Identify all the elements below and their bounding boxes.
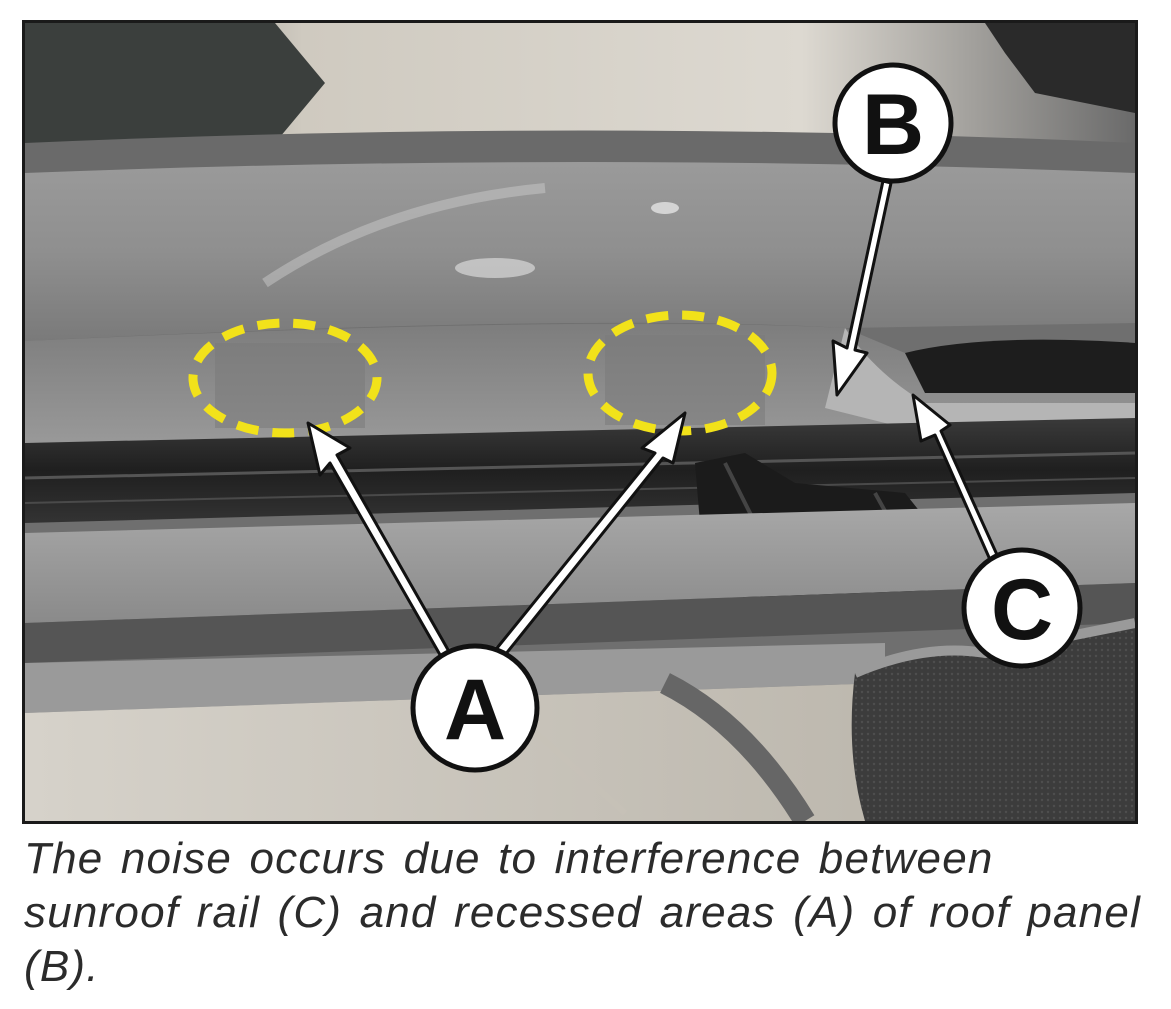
callout-c: C: [961, 547, 1083, 669]
arrow-b: [831, 179, 893, 397]
callout-a-label: A: [444, 662, 506, 758]
arrow-a-right: [491, 411, 687, 662]
arrow-c: [911, 393, 1005, 573]
sunroof-photo: B C A: [25, 23, 1135, 821]
arrow-a-left: [306, 421, 453, 662]
figure-caption: The noise occurs due to interference bet…: [24, 834, 1141, 991]
photo-figure: B C A: [22, 20, 1138, 824]
callout-b-label: B: [862, 77, 924, 173]
callout-a: A: [410, 643, 540, 773]
callout-c-label: C: [991, 562, 1053, 658]
callout-b: B: [832, 62, 954, 184]
recess-highlight-left: [188, 318, 382, 438]
